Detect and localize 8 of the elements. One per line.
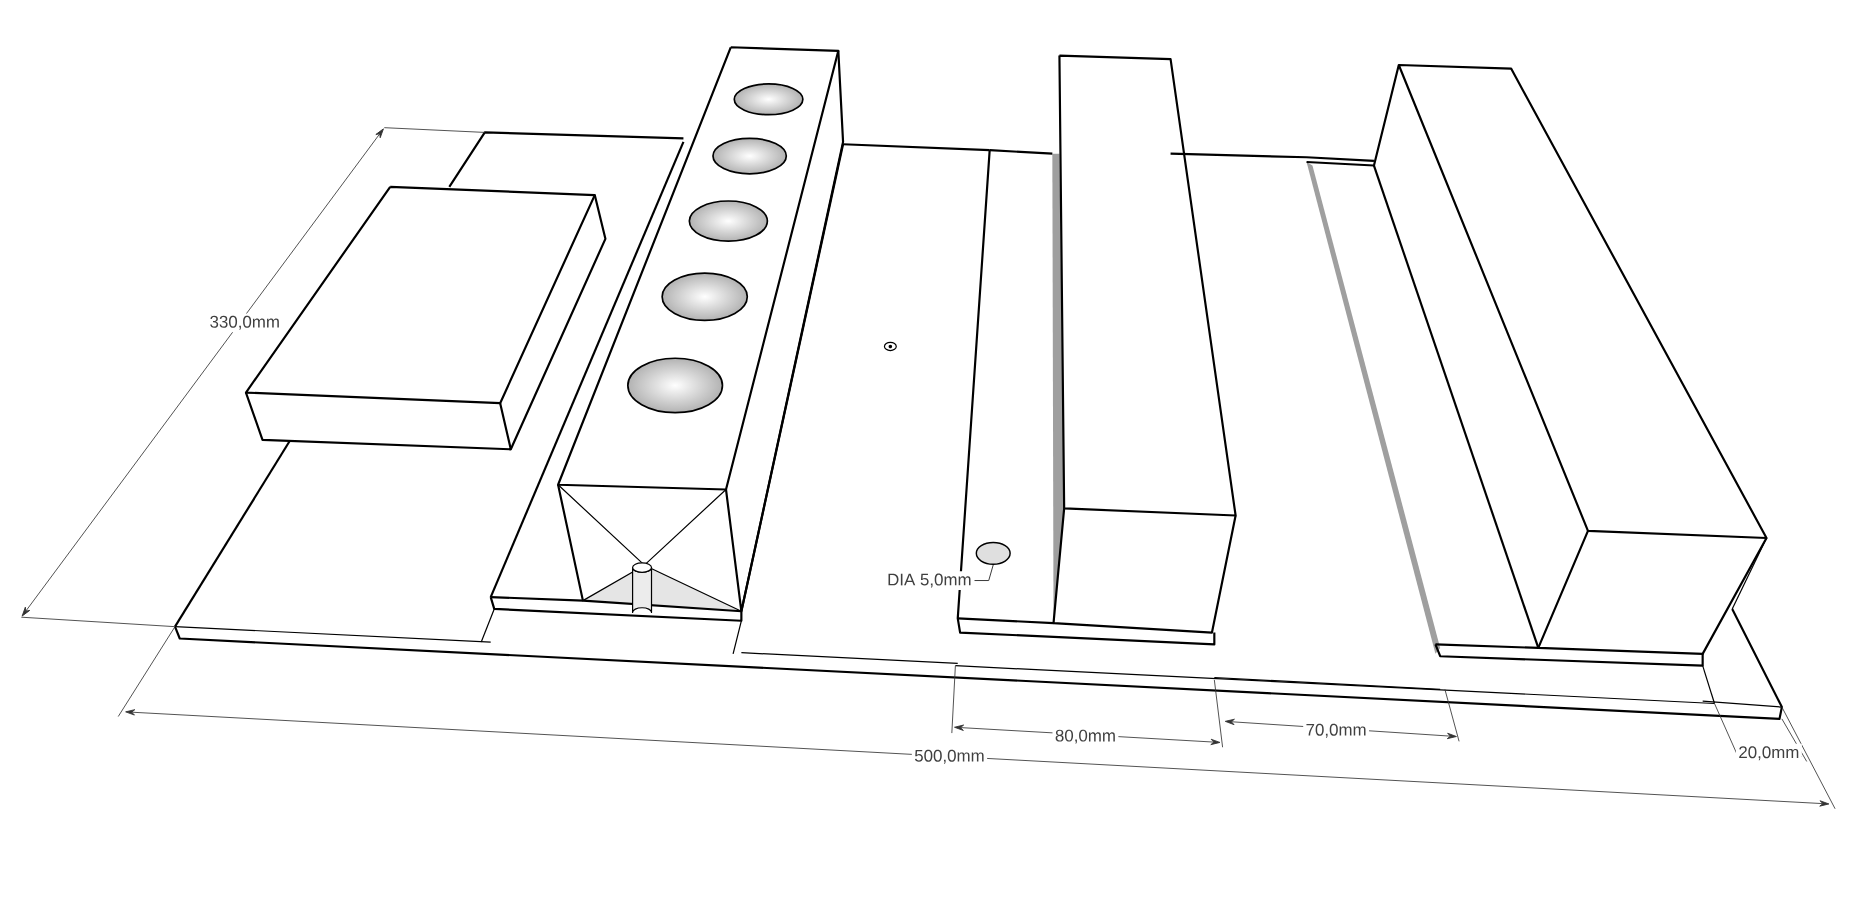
dimension-label: 80,0mm xyxy=(1052,727,1119,746)
dimension-label: 500,0mm xyxy=(911,747,988,766)
hole-symbol xyxy=(975,541,1011,565)
dimension-label: 330,0mm xyxy=(207,313,283,332)
dimension-label: DIA 5,0mm xyxy=(884,571,975,590)
leader-line xyxy=(974,564,994,581)
dimension-label: 70,0mm xyxy=(1303,721,1370,740)
dimension-label: 20,0mm xyxy=(1735,743,1802,763)
